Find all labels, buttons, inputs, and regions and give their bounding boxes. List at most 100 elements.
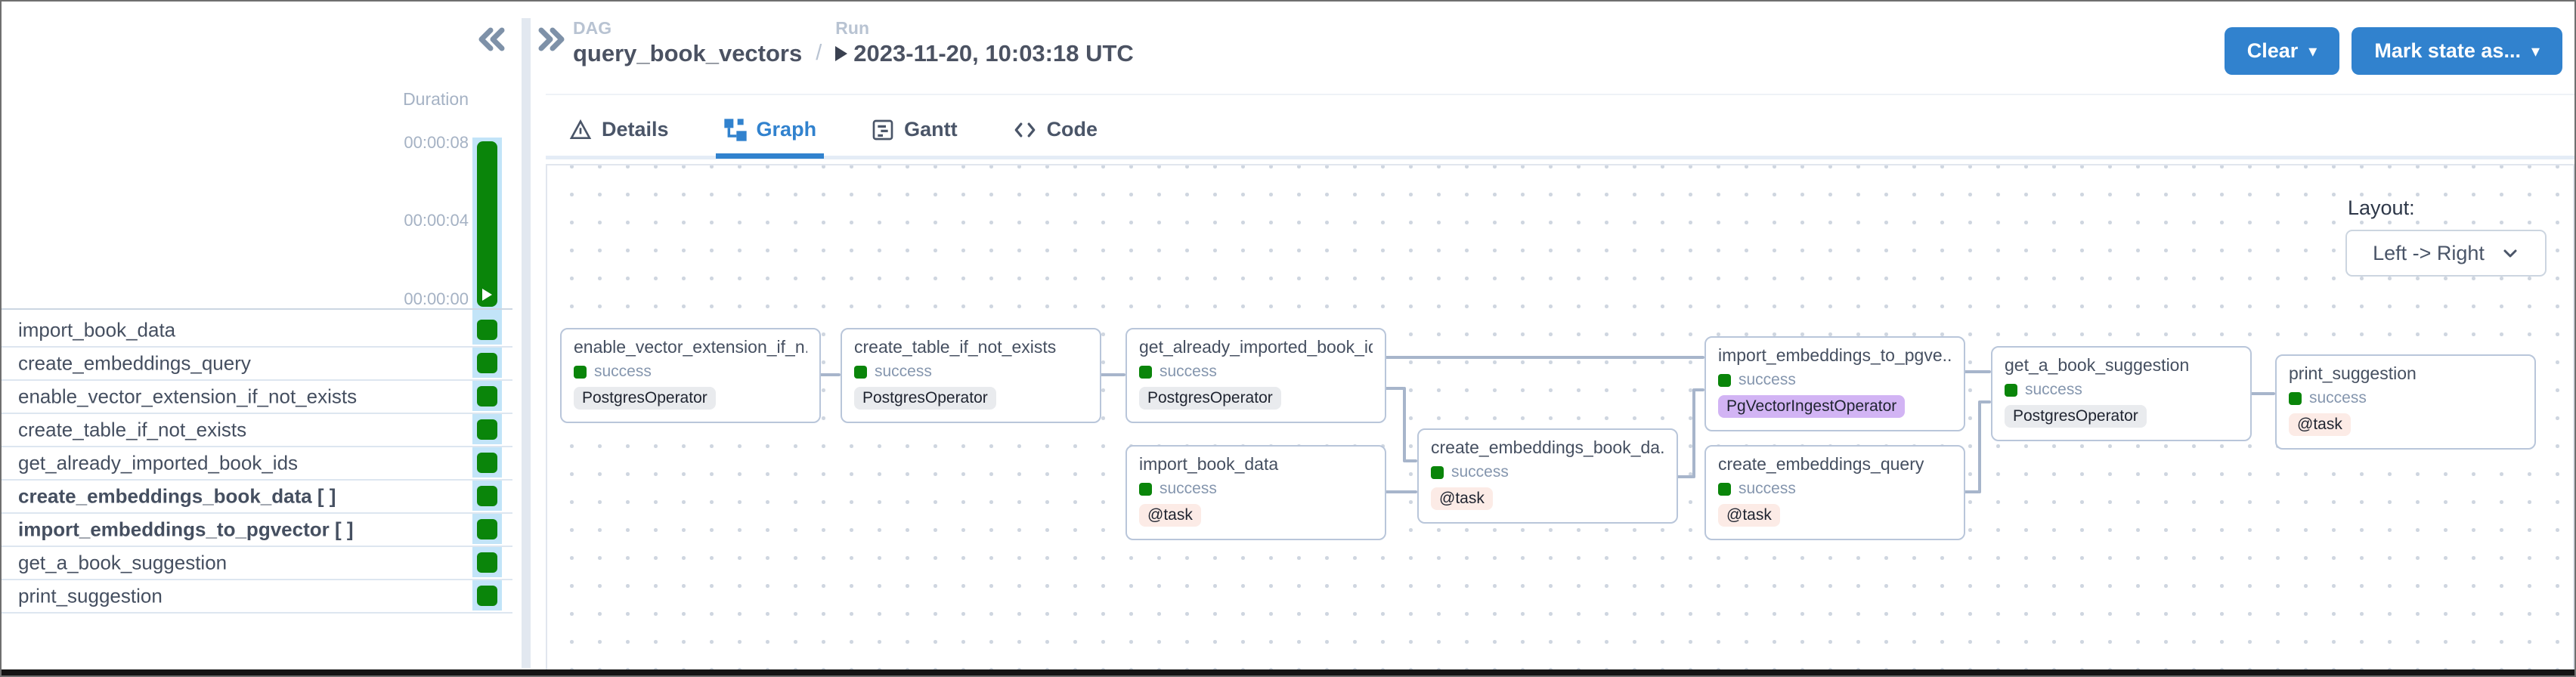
task-row-create_table_if_not_exists[interactable]: create_table_if_not_exists [2, 414, 512, 447]
dag-name[interactable]: query_book_vectors [573, 40, 803, 66]
layout-direction-select[interactable]: Left -> Right [2345, 230, 2547, 277]
status-text: success [1738, 480, 1796, 497]
node-status: success [1139, 480, 1373, 498]
tab-graph[interactable]: Graph [715, 106, 825, 159]
node-status: success [1139, 363, 1373, 381]
success-square-icon [2005, 383, 2017, 397]
edge-create_embeddings_book_data-to-import_embeddings_to_pgvector [1677, 475, 1694, 478]
task-status-square-success[interactable] [477, 419, 497, 440]
success-square-icon [1718, 482, 1731, 496]
task-status-square-success[interactable] [477, 552, 497, 573]
task-status-square-success[interactable] [477, 320, 497, 340]
tab-label: Details [602, 118, 669, 141]
task-status-square-success[interactable] [477, 486, 497, 506]
success-square-icon [574, 365, 587, 379]
collapse-sidebar-icon[interactable] [475, 24, 508, 54]
duration-axis-title: Duration [403, 89, 469, 109]
task-name: get_already_imported_book_ids [18, 451, 299, 475]
panel-divider[interactable] [522, 18, 531, 668]
task-name: print_suggestion [18, 584, 163, 607]
operator-badge: @task [1139, 504, 1201, 527]
operator-badge: @task [1718, 504, 1780, 527]
status-text: success [1738, 371, 1796, 388]
edge-create_embeddings_query-to-get_a_book_suggestion [1980, 400, 1991, 403]
node-status: success [1718, 371, 1952, 389]
task-status-square-success[interactable] [477, 386, 497, 407]
gantt-tab-icon [871, 118, 895, 142]
success-square-icon [2289, 391, 2302, 405]
dag-label: DAG [573, 18, 612, 38]
tab-details[interactable]: Details [561, 106, 677, 159]
operator-badge: PgVectorIngestOperator [1718, 395, 1906, 418]
layout-label: Layout: [2348, 196, 2415, 219]
operator-badge: PostgresOperator [2005, 405, 2147, 428]
tab-code[interactable]: Code [1005, 106, 1106, 159]
status-text: success [2025, 381, 2082, 398]
edge-get_a_book_suggestion-to-print_suggestion [2250, 392, 2275, 395]
task-row-print_suggestion[interactable]: print_suggestion [2, 580, 512, 614]
task-row-get_already_imported_book_ids[interactable]: get_already_imported_book_ids [2, 447, 512, 481]
node-title: create_table_if_not_exists [854, 337, 1057, 357]
success-square-icon [1718, 373, 1731, 387]
graph-icon [723, 118, 747, 141]
status-text: success [1451, 463, 1509, 481]
node-status: success [2005, 381, 2238, 399]
tab-label: Code [1046, 118, 1098, 141]
task-row-import_embeddings_to_pgvector[interactable]: import_embeddings_to_pgvector [ ] [2, 514, 512, 547]
edge-create_table_if_not_exists-to-get_already_imported_book_ids [1100, 373, 1125, 376]
task-status-square-success[interactable] [477, 519, 497, 539]
task-status-square-success[interactable] [477, 453, 497, 473]
edge-create_embeddings_query-to-get_a_book_suggestion [1978, 400, 1981, 493]
edge-create_embeddings_book_data-to-import_embeddings_to_pgvector [1692, 388, 1695, 478]
task-row-create_embeddings_book_data[interactable]: create_embeddings_book_data [ ] [2, 481, 512, 514]
node-title: get_a_book_suggestion [2005, 355, 2190, 375]
task-row-enable_vector_extension_if_not_exists[interactable]: enable_vector_extension_if_not_exists [2, 381, 512, 414]
clear-button[interactable]: Clear ▾ [2224, 27, 2340, 75]
operator-badge: @task [1431, 487, 1493, 510]
tab-gantt[interactable]: Gantt [863, 106, 965, 159]
success-square-icon [1139, 365, 1152, 379]
chevron-down-icon [2503, 249, 2517, 258]
duration-tick: 00:00:04 [404, 211, 469, 230]
breadcrumb-run: Run 2023-11-20, 10:03:18 UTC [835, 18, 1134, 67]
task-name: import_embeddings_to_pgvector [ ] [18, 518, 354, 541]
node-status: success [2289, 389, 2522, 407]
run-timestamp[interactable]: 2023-11-20, 10:03:18 UTC [835, 40, 1134, 67]
run-label: Run [835, 18, 870, 38]
operator-badge: PostgresOperator [1139, 387, 1281, 410]
node-title: print_suggestion [2289, 363, 2417, 383]
gantt-icon [872, 119, 893, 140]
run-triangle-icon [835, 46, 848, 61]
task-status-square-success[interactable] [477, 353, 497, 373]
run-duration-bar[interactable] [477, 141, 497, 307]
task-row-import_book_data[interactable]: import_book_data [2, 314, 512, 348]
graph-tab-icon [723, 118, 748, 142]
success-square-icon [1139, 482, 1152, 496]
task-row-get_a_book_suggestion[interactable]: get_a_book_suggestion [2, 547, 512, 580]
task-row-create_embeddings_query[interactable]: create_embeddings_query [2, 348, 512, 381]
expand-panel-icon[interactable] [535, 24, 568, 54]
mark-state-as-button[interactable]: Mark state as... ▾ [2352, 27, 2562, 75]
operator-badge: PostgresOperator [574, 387, 716, 410]
tab-label: Gantt [904, 118, 958, 141]
task-name: enable_vector_extension_if_not_exists [18, 385, 358, 408]
success-square-icon [854, 365, 867, 379]
node-title: create_embeddings_query [1718, 454, 1924, 474]
edge-create_embeddings_book_data-to-import_embeddings_to_pgvector [1694, 388, 1704, 391]
task-name: create_embeddings_book_data [ ] [18, 484, 336, 508]
double-chevron-right-icon [538, 27, 565, 51]
breadcrumb-dag: DAG query_book_vectors [573, 18, 802, 67]
node-title: create_embeddings_book_da... [1431, 437, 1664, 457]
graph-node-create_embeddings_book_data[interactable]: create_embeddings_book_da...success @task [1417, 428, 1678, 524]
task-status-square-success[interactable] [477, 586, 497, 606]
